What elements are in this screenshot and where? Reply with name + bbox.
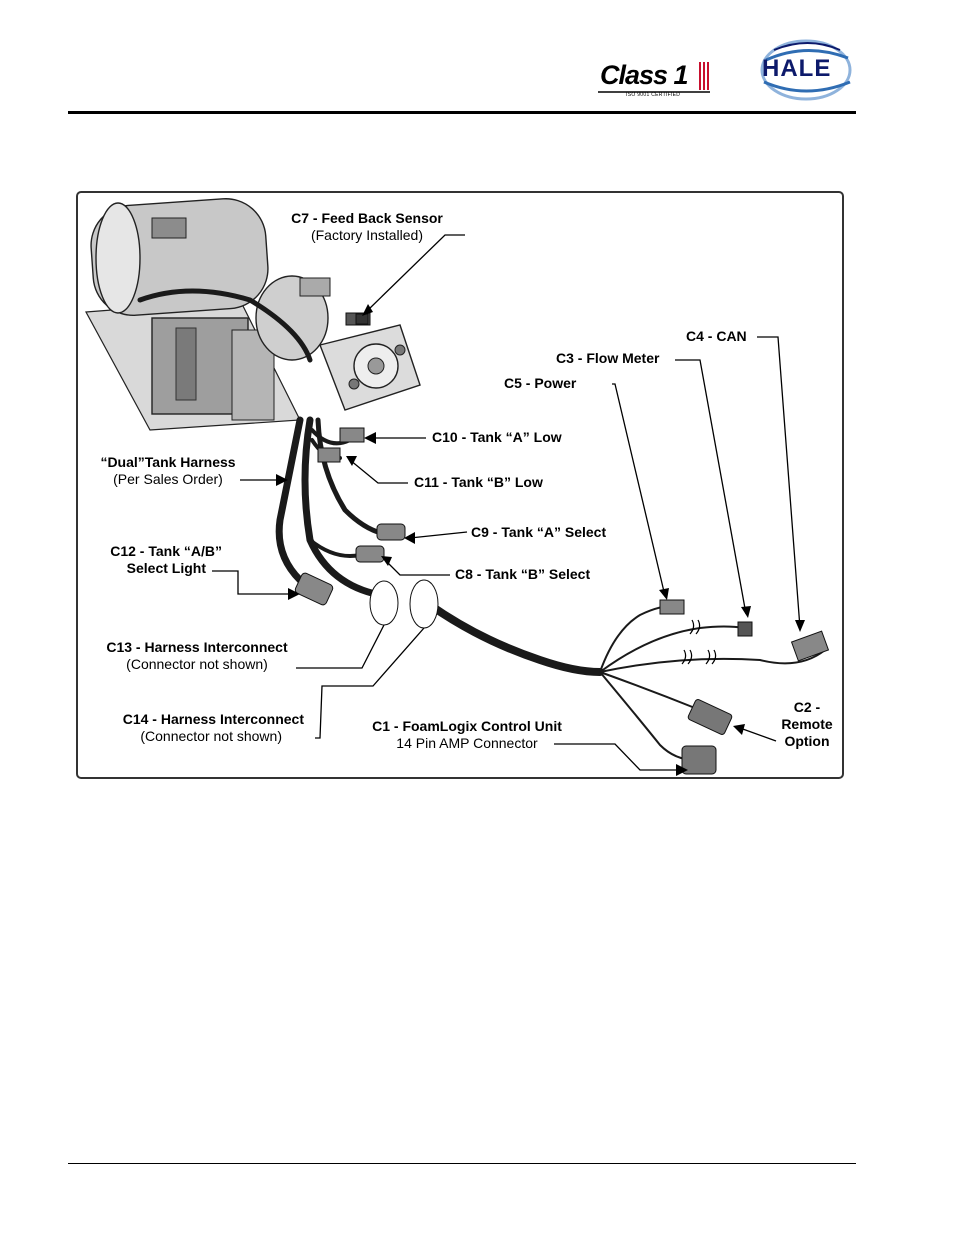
- label-c8: C8 - Tank “B” Select: [455, 566, 591, 582]
- label-c1: C1 - FoamLogix Control Unit 14 Pin AMP C…: [362, 718, 572, 752]
- label-c14-title: C14 - Harness Interconnect: [122, 711, 304, 727]
- header-rule: [68, 111, 856, 114]
- class1-logo: Class 1 ISO 9001 CERTIFIED: [596, 58, 718, 102]
- label-c2-line3: Option: [784, 733, 830, 749]
- label-c2-line1: C2 -: [793, 699, 821, 715]
- label-c12: C12 - Tank “A/B” Select Light: [92, 543, 222, 577]
- arrowheads: [276, 304, 805, 776]
- label-c13: C13 - Harness Interconnect (Connector no…: [98, 639, 296, 673]
- label-c12-line2: Select Light: [126, 560, 206, 576]
- label-c11: C11 - Tank “B” Low: [414, 474, 543, 490]
- label-c1-title: C1 - FoamLogix Control Unit: [372, 718, 562, 734]
- label-dual-title: “Dual”Tank Harness: [100, 454, 236, 470]
- connector-c9: [376, 523, 406, 541]
- label-c3: C3 - Flow Meter: [556, 350, 660, 366]
- connector-c14: [409, 579, 439, 629]
- leader-lines: [212, 234, 801, 771]
- label-c4: C4 - CAN: [686, 328, 747, 344]
- label-c9: C9 - Tank “A” Select: [471, 524, 607, 540]
- connector-c3: [737, 621, 753, 637]
- class1-swoosh-icon: [598, 62, 710, 93]
- label-c7-title: C7 - Feed Back Sensor: [291, 210, 443, 226]
- label-c13-title: C13 - Harness Interconnect: [106, 639, 288, 655]
- hale-globe-icon: [760, 39, 852, 101]
- hale-logo: HALE: [756, 38, 856, 102]
- label-c2: C2 - Remote Option: [778, 699, 836, 750]
- connector-c13: [369, 580, 399, 626]
- hale-logo-text: HALE: [762, 55, 832, 82]
- class1-iso-text: ISO 9001 CERTIFIED: [626, 92, 681, 98]
- label-c13-sub: (Connector not shown): [126, 656, 268, 672]
- connectors: [294, 313, 830, 775]
- wire-break-marks: [681, 619, 717, 665]
- label-c7-sub: (Factory Installed): [310, 227, 424, 243]
- connector-c11: [317, 447, 341, 463]
- label-c7: C7 - Feed Back Sensor (Factory Installed…: [282, 210, 452, 244]
- label-c5: C5 - Power: [504, 375, 577, 391]
- connector-c12: [294, 572, 334, 606]
- label-c10: C10 - Tank “A” Low: [432, 429, 562, 445]
- connector-c1: [681, 745, 717, 775]
- motor-pump-assembly: [85, 198, 421, 431]
- connector-c10: [339, 427, 365, 443]
- connector-c8: [355, 545, 385, 563]
- label-c14: C14 - Harness Interconnect (Connector no…: [104, 711, 304, 745]
- connector-c4: [790, 630, 830, 662]
- connector-c2: [687, 699, 733, 735]
- label-c2-line2: Remote: [781, 716, 833, 732]
- footer-rule: [68, 1163, 856, 1164]
- connector-c5: [659, 599, 685, 615]
- connector-c7: [355, 313, 369, 325]
- label-c14-sub: (Connector not shown): [140, 728, 282, 744]
- label-dual-sub: (Per Sales Order): [113, 471, 223, 487]
- class1-logo-text: Class 1: [600, 60, 689, 90]
- label-dual-harness: “Dual”Tank Harness (Per Sales Order): [94, 454, 242, 488]
- label-c1-sub: 14 Pin AMP Connector: [396, 735, 538, 751]
- label-c12-title: C12 - Tank “A/B”: [110, 543, 222, 559]
